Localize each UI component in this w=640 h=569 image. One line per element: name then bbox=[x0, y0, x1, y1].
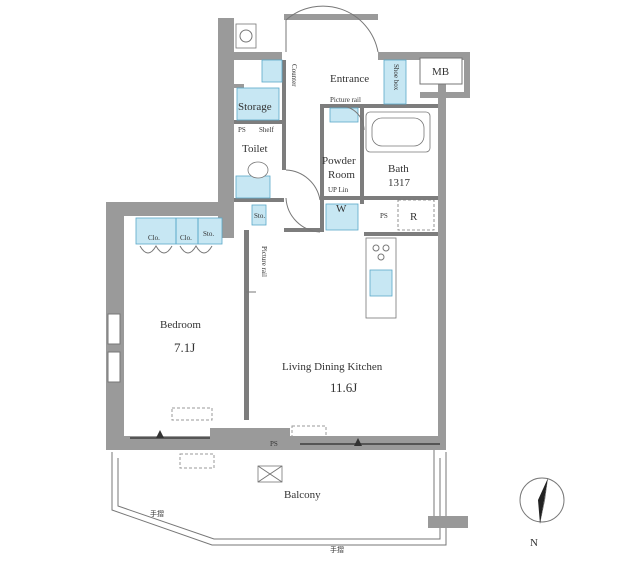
handrail-bottom-label: 手摺 bbox=[330, 545, 344, 554]
sto-bedroom-label: Sto. bbox=[203, 230, 214, 238]
w-label: W bbox=[336, 203, 347, 215]
clo1-label: Clo. bbox=[148, 234, 160, 242]
compass-label: N bbox=[530, 537, 538, 549]
bedroom-label: Bedroom bbox=[160, 319, 201, 331]
picture-rail-bedroom-label: Picture rail bbox=[260, 246, 268, 277]
shoe-box-label: Shoe box bbox=[392, 64, 400, 91]
toilet-label: Toilet bbox=[242, 143, 268, 155]
balcony-outline bbox=[111, 450, 468, 546]
entrance-label: Entrance bbox=[330, 73, 369, 85]
room-labels: Entrance MB Storage PS Shelf Toilet Powd… bbox=[148, 57, 463, 554]
walls bbox=[106, 14, 470, 450]
ps-left-label: PS bbox=[238, 126, 246, 134]
bath-size-label: 1317 bbox=[388, 177, 411, 189]
counter-label: Counter bbox=[290, 64, 298, 87]
ps-bottom-label: PS bbox=[270, 440, 278, 448]
ps-right-label: PS bbox=[380, 212, 388, 220]
doors bbox=[107, 5, 440, 446]
bedroom-size-label: 7.1J bbox=[174, 340, 195, 355]
powder-room-label-1: Powder bbox=[322, 155, 356, 167]
compass-icon: N bbox=[519, 477, 565, 549]
r-label: R bbox=[410, 211, 418, 223]
sto-toilet-label: Sto. bbox=[254, 212, 265, 220]
bath-label: Bath bbox=[388, 163, 409, 175]
shelf-label: Shelf bbox=[259, 126, 274, 134]
ldk-size-label: 11.6J bbox=[330, 380, 357, 395]
ldk-label: Living Dining Kitchen bbox=[282, 361, 383, 373]
picture-rail-entrance-label: Picture rail bbox=[330, 96, 361, 104]
mb-label: MB bbox=[432, 66, 449, 78]
up-lin-label: UP Lin bbox=[328, 186, 349, 194]
clo2-label: Clo. bbox=[180, 234, 192, 242]
storage-label: Storage bbox=[238, 101, 272, 113]
balcony-label: Balcony bbox=[284, 489, 321, 501]
fixtures bbox=[135, 23, 435, 319]
handrail-left-label: 手摺 bbox=[150, 509, 164, 518]
powder-room-label-2: Room bbox=[328, 169, 355, 181]
